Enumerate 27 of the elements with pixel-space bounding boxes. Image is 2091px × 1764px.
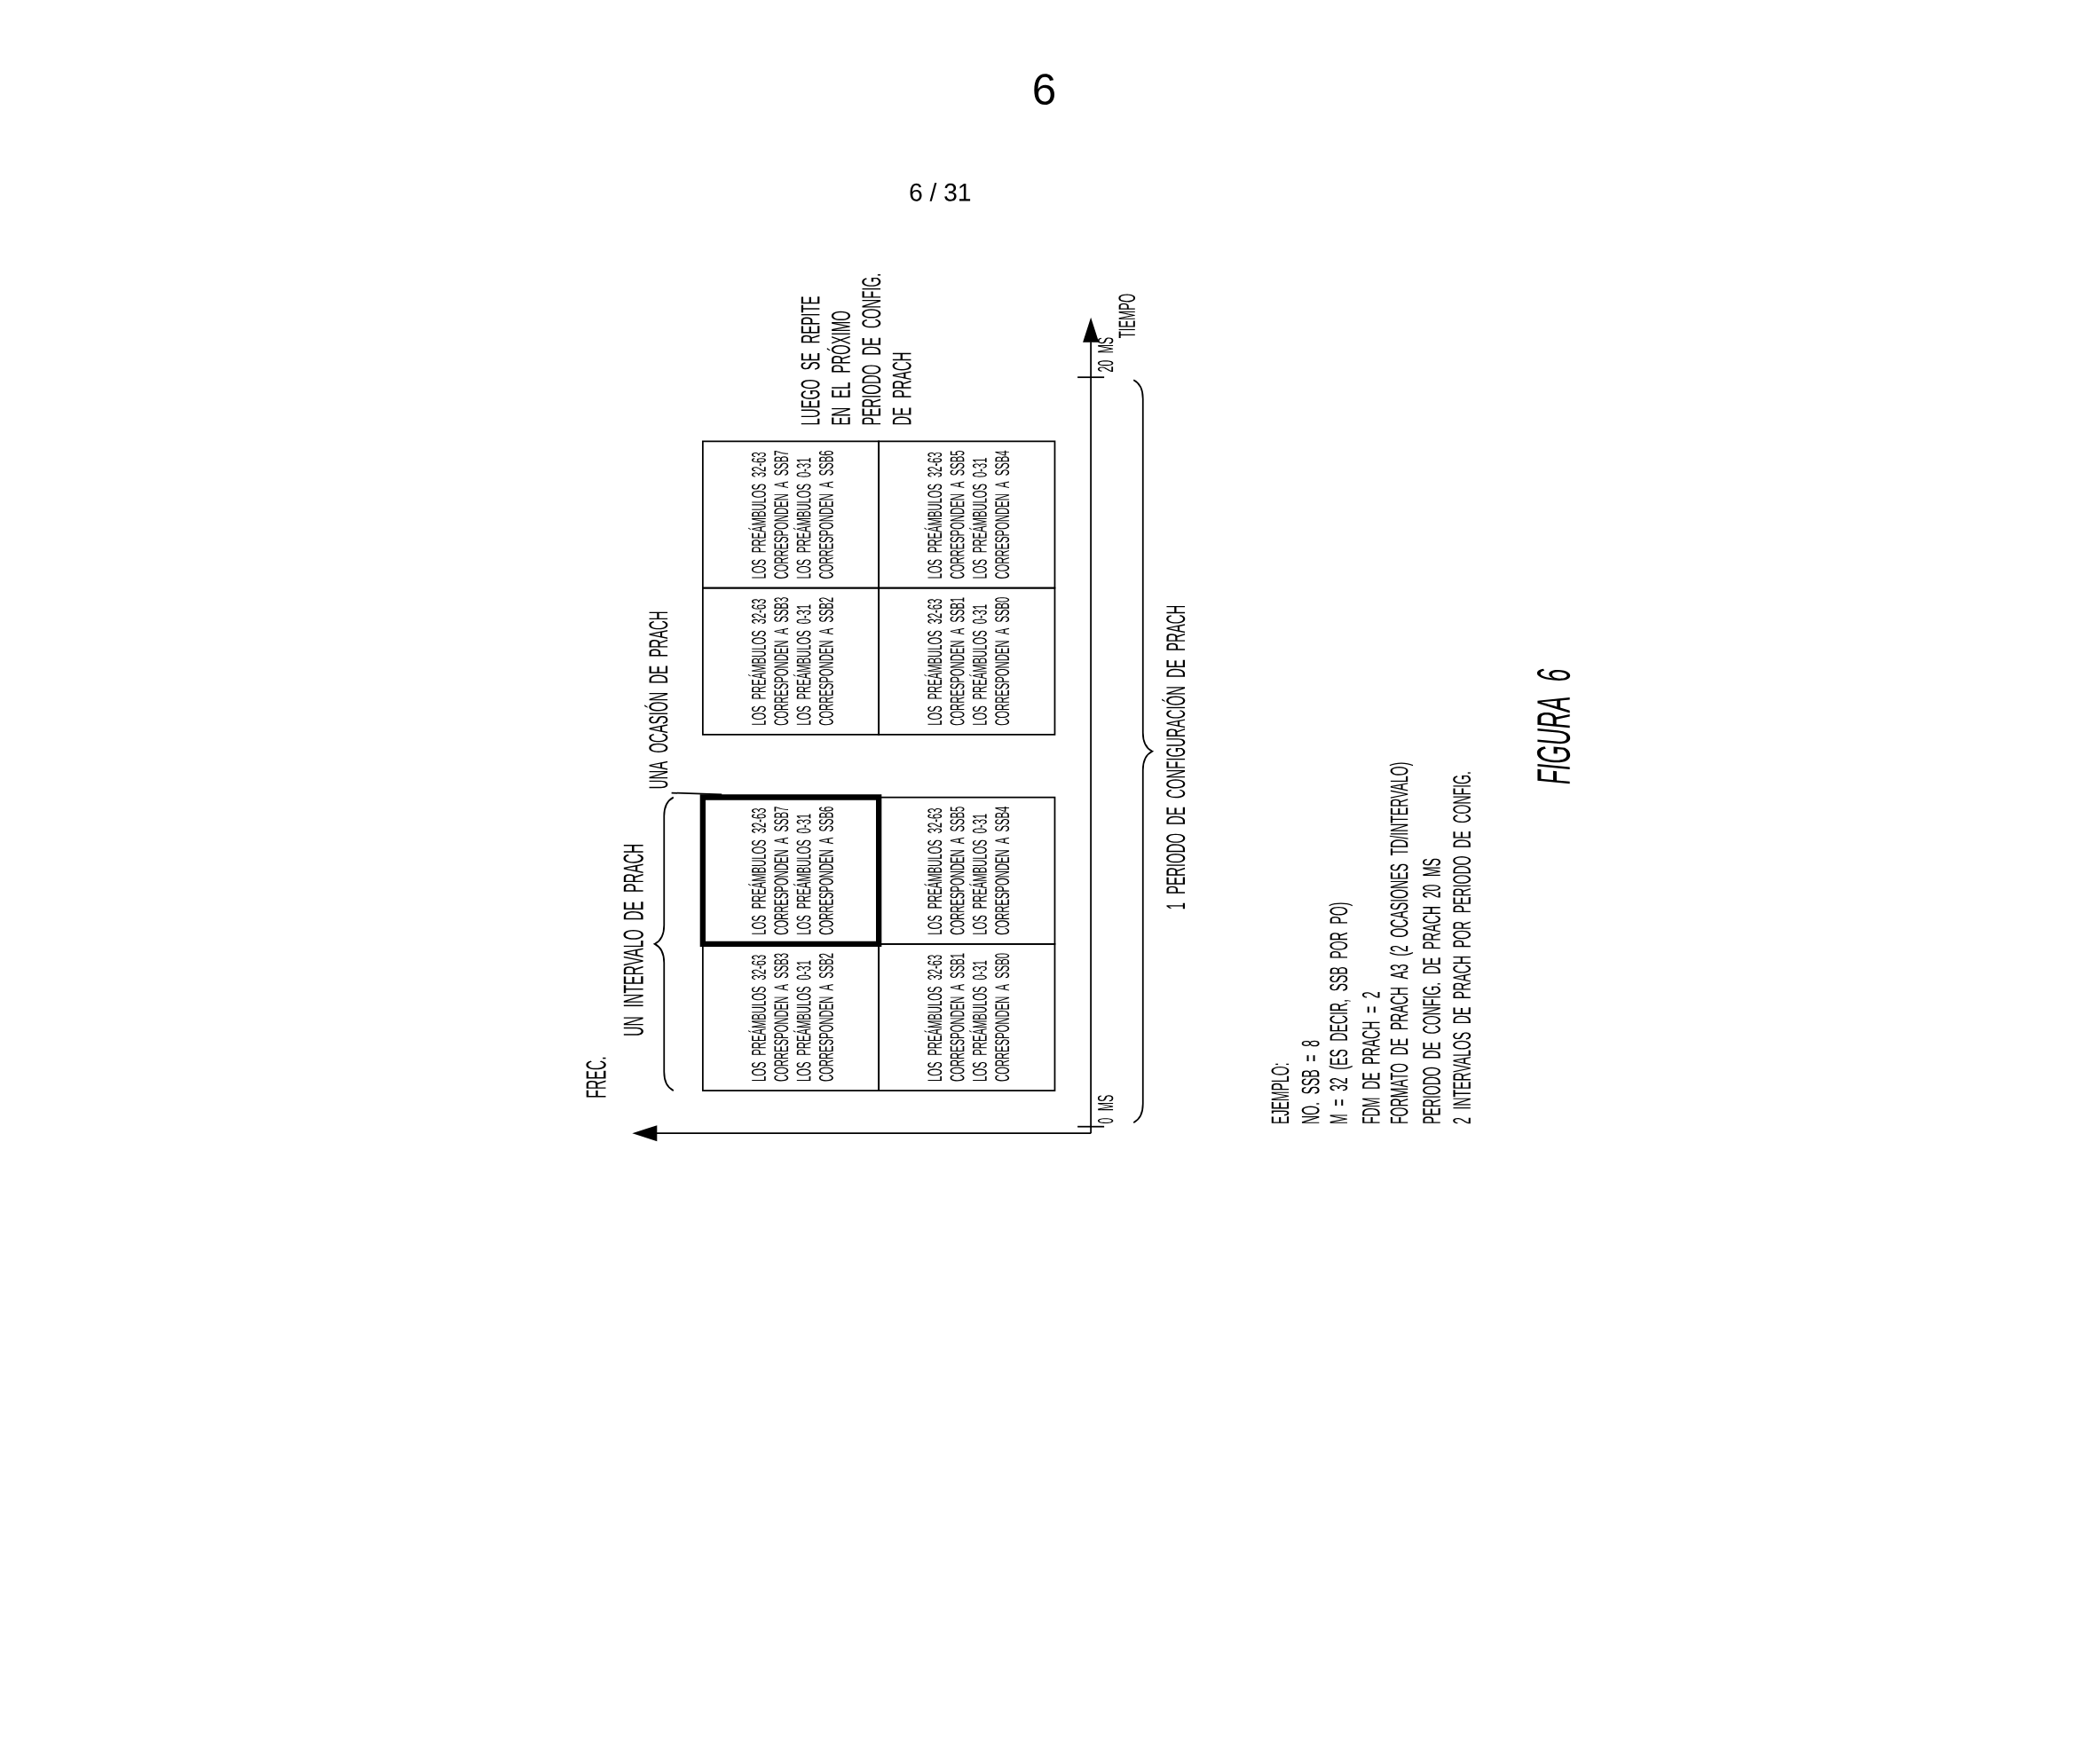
brace-label: 1 PERIODO DE CONFIGURACIÓN DE PRACH	[1162, 605, 1186, 910]
axis-label: FREC.	[586, 1057, 606, 1098]
grid-cell: LOS PREÁMBULOS 32-63 CORRESPONDEN A SSB3 LOS PREÁMBULOS 0-31 CORRESPONDEN A SSB2	[702, 943, 880, 1092]
grid-cell: LOS PREÁMBULOS 32-63 CORRESPONDEN A SSB1 LOS PREÁMBULOS 0-31 CORRESPONDEN A SSB0	[878, 587, 1056, 736]
grid-cell: LOS PREÁMBULOS 32-63 CORRESPONDEN A SSB7 LOS PREÁMBULOS 0-31 CORRESPONDEN A SSB6	[702, 440, 880, 589]
figure-caption: FIGURA 6	[1536, 668, 1571, 784]
grid-cell: LOS PREÁMBULOS 32-63 CORRESPONDEN A SSB7 LOS PREÁMBULOS 0-31 CORRESPONDEN A SSB6	[699, 794, 882, 948]
grid-cell: LOS PREÁMBULOS 32-63 CORRESPONDEN A SSB3 LOS PREÁMBULOS 0-31 CORRESPONDEN A SSB2	[702, 587, 880, 736]
leader-line	[670, 791, 723, 796]
example-text: M = 32 (ES DECIR, SSB POR PO)	[1329, 902, 1353, 1123]
example-text: PERIODO DE CONFIG. DE PRACH 20 MS	[1423, 858, 1440, 1123]
example-text: NO. SSB = 8	[1301, 1040, 1320, 1123]
grid-cell: LOS PREÁMBULOS 32-63 CORRESPONDEN A SSB1 LOS PREÁMBULOS 0-31 CORRESPONDEN A SSB0	[878, 943, 1056, 1092]
axis-label: TIEMPO	[1118, 294, 1136, 339]
tick-label: 0 MS	[1097, 1095, 1114, 1124]
example-text: FDM DE PRACH = 2	[1361, 992, 1380, 1123]
example-text: FORMATO DE PRACH A3 (2 OCASIONES TD/INTERVALO)	[1389, 762, 1414, 1123]
page-number: 6	[1034, 74, 1055, 106]
brace-label: UN INTERVALO DE PRACH	[623, 844, 643, 1036]
example-text: 2 INTERVALOS DE PRACH POR PERIODO DE CONFIG.	[1453, 772, 1472, 1124]
example-text: EJEMPLO:	[1271, 1063, 1290, 1123]
note-text: LUEGO SE REPITE EN EL PRÓXIMO PERIODO DE CONFIG. DE PRACH	[801, 274, 911, 425]
page-number: 6 / 31	[910, 183, 971, 201]
tick-label: 20 MS	[1097, 337, 1114, 372]
grid-cell: LOS PREÁMBULOS 32-63 CORRESPONDEN A SSB5 LOS PREÁMBULOS 0-31 CORRESPONDEN A SSB4	[878, 796, 1056, 945]
grid-cell: LOS PREÁMBULOS 32-63 CORRESPONDEN A SSB5 LOS PREÁMBULOS 0-31 CORRESPONDEN A SSB4	[878, 440, 1056, 589]
callout-label: UNA OCASIÓN DE PRACH	[644, 611, 668, 789]
